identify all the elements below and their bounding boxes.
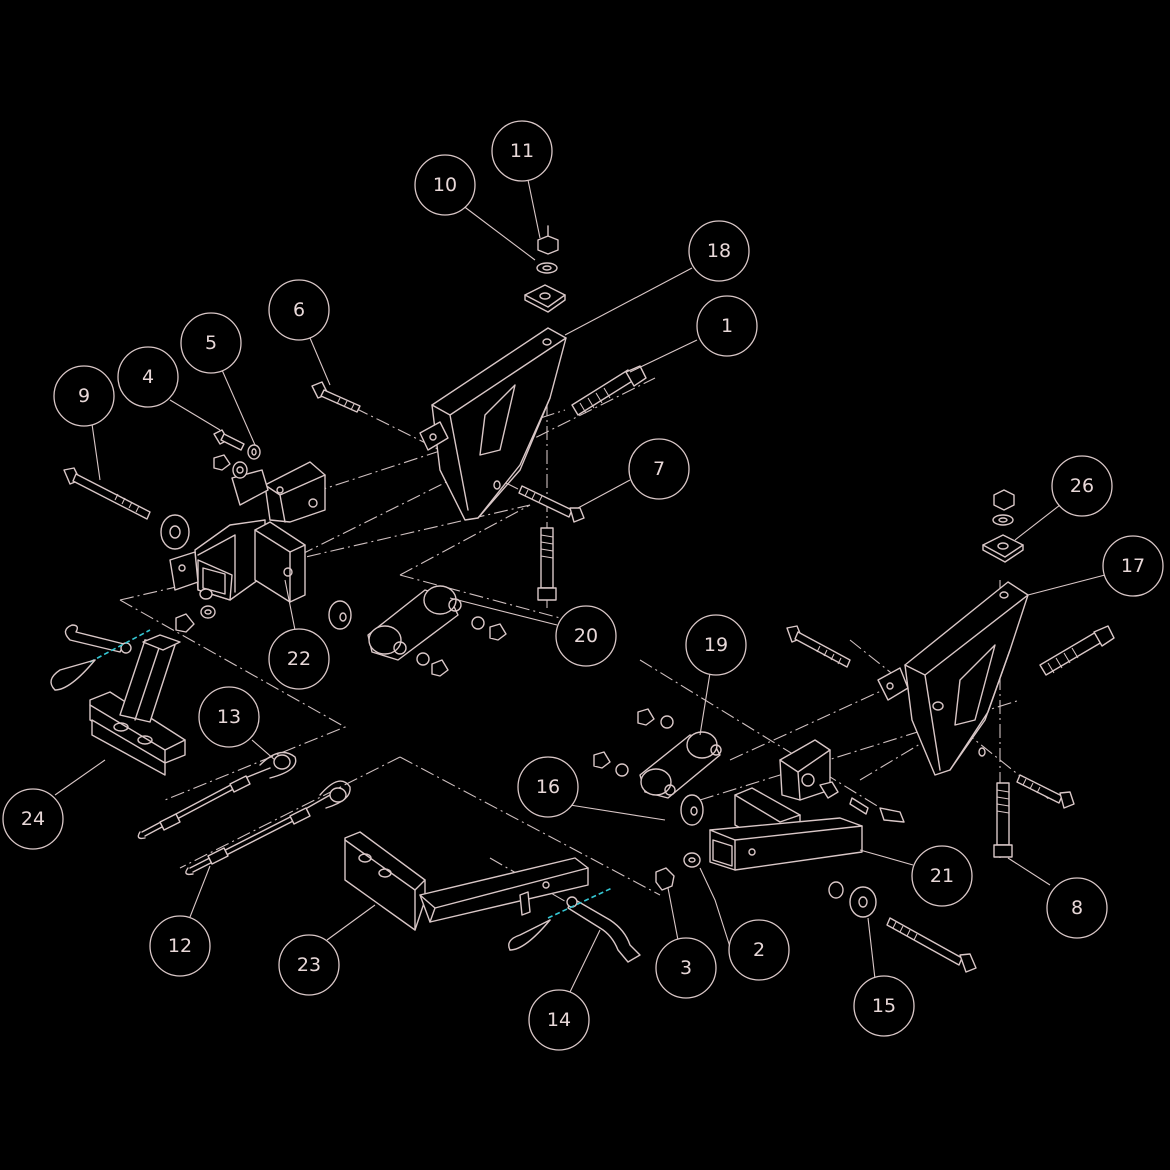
callout-12-label: 12 — [168, 935, 192, 957]
part-9-bolt — [63, 467, 190, 550]
part-22-receiver — [169, 461, 326, 619]
part-14-pin — [508, 887, 641, 963]
callout-14-label: 14 — [547, 1009, 571, 1031]
part-11-nut — [537, 225, 559, 255]
callout-11-label: 11 — [510, 140, 534, 162]
right-bolt-lower — [1016, 774, 1075, 809]
callout-9: 9 — [53, 365, 115, 427]
callout-21: 21 — [911, 845, 973, 907]
part-20-link-arm — [175, 585, 507, 677]
callout-13-label: 13 — [217, 706, 241, 728]
callout-16-label: 16 — [536, 776, 560, 798]
callout-2: 2 — [728, 919, 790, 981]
part-1-bolt — [571, 365, 647, 416]
part-4-bolt — [213, 429, 245, 451]
part-7-bolt — [518, 485, 585, 523]
callout-5-label: 5 — [205, 332, 217, 354]
part-17-bracket — [877, 581, 1029, 776]
callout-18-label: 18 — [707, 240, 731, 262]
part-2-washer — [683, 852, 701, 868]
callout-15: 15 — [853, 975, 915, 1037]
leader-lines — [54, 179, 1106, 993]
callout-5: 5 — [180, 312, 242, 374]
part-23-center-hitch — [344, 831, 589, 931]
part-12-cable — [185, 780, 351, 876]
callout-23: 23 — [278, 934, 340, 996]
callout-2-label: 2 — [753, 939, 765, 961]
callout-24-label: 24 — [21, 808, 45, 830]
callout-20-label: 20 — [574, 625, 598, 647]
part-26-top-stack — [982, 489, 1024, 563]
part-18-bracket — [419, 327, 567, 521]
right-bolt-upper-left — [786, 625, 851, 668]
callout-13: 13 — [198, 686, 260, 748]
part-21-receiver — [709, 739, 905, 899]
part-24-hitch-shank — [89, 634, 186, 776]
callout-7-label: 7 — [653, 458, 665, 480]
callout-15-label: 15 — [872, 995, 896, 1017]
callout-22: 22 — [268, 628, 330, 690]
callout-8: 8 — [1046, 877, 1108, 939]
callout-10-label: 10 — [433, 174, 457, 196]
left-nut-washer-stack — [213, 454, 248, 479]
callout-9-label: 9 — [78, 385, 90, 407]
callout-26-label: 26 — [1070, 475, 1094, 497]
callout-8-label: 8 — [1071, 897, 1083, 919]
callout-17-label: 17 — [1121, 555, 1145, 577]
callout-14: 14 — [528, 989, 590, 1051]
callout-11: 11 — [491, 120, 553, 182]
callout-3: 3 — [655, 937, 717, 999]
part-13-cable — [137, 751, 297, 840]
callout-18: 18 — [688, 220, 750, 282]
part-15-washer-bolt — [849, 886, 977, 973]
callout-24: 24 — [2, 788, 64, 850]
callout-19: 19 — [685, 614, 747, 676]
callout-7: 7 — [628, 438, 690, 500]
callout-22-label: 22 — [287, 648, 311, 670]
callout-17: 17 — [1102, 535, 1164, 597]
callout-20: 20 — [555, 605, 617, 667]
callout-16: 16 — [517, 756, 579, 818]
callout-21-label: 21 — [930, 865, 954, 887]
part-5-washer — [247, 444, 261, 460]
callout-12: 12 — [149, 915, 211, 977]
callout-6-label: 6 — [293, 299, 305, 321]
callout-4: 4 — [117, 346, 179, 408]
left-hitch-pin — [50, 624, 151, 691]
part-3-nut — [655, 867, 675, 891]
part-8-vertical-bolt — [993, 782, 1013, 858]
square-plate-top — [524, 284, 566, 313]
callout-10: 10 — [414, 154, 476, 216]
part-19-link-arm — [593, 708, 722, 799]
vertical-bolt-left — [537, 527, 557, 601]
callout-26: 26 — [1051, 455, 1113, 517]
callout-1-label: 1 — [721, 315, 733, 337]
callout-23-label: 23 — [297, 954, 321, 976]
part-16-washer — [680, 794, 704, 826]
callout-19-label: 19 — [704, 634, 728, 656]
part-10-washer — [536, 262, 558, 274]
callout-1: 1 — [696, 295, 758, 357]
callout-4-label: 4 — [142, 366, 154, 388]
part-6-bolt — [311, 381, 361, 413]
right-bolt-upper-right — [1039, 625, 1115, 676]
callout-6: 6 — [268, 279, 330, 341]
callout-3-label: 3 — [680, 957, 692, 979]
